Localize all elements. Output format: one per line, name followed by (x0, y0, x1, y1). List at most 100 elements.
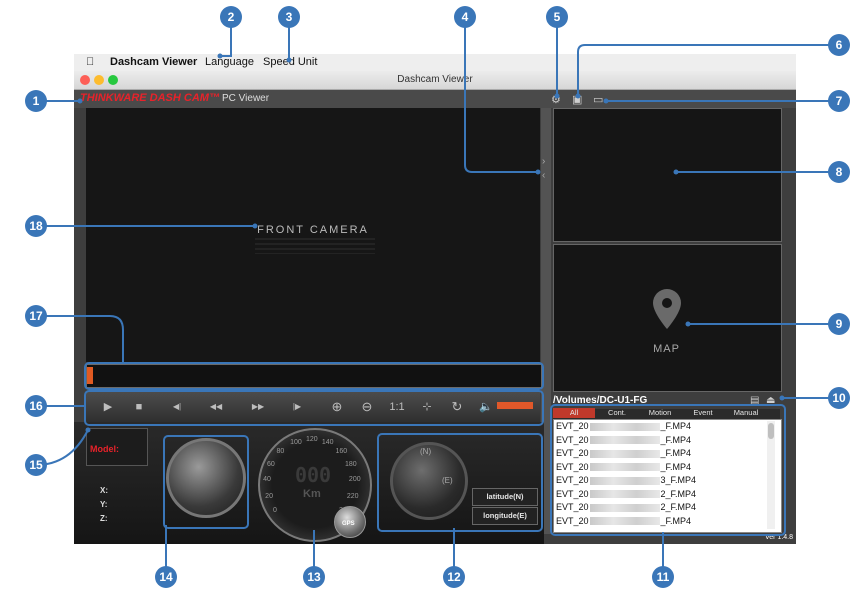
speed-tick-label: 20 (265, 492, 273, 500)
window-titlebar: Dashcam Viewer (74, 71, 796, 90)
file-row[interactable]: EVT_20_F.MP4 (556, 447, 761, 460)
file-list-scrollbar[interactable] (767, 421, 775, 529)
capture-camera-icon[interactable]: ▣ (572, 94, 583, 106)
stop-button[interactable]: ■ (135, 401, 143, 413)
front-camera-label: FRONT CAMERA (257, 224, 369, 236)
playback-controls (86, 392, 540, 422)
zoom-window-button[interactable] (108, 75, 118, 85)
callout-12: 12 (443, 566, 465, 588)
file-list-scroll-thumb[interactable] (768, 423, 774, 439)
callout-1: 1 (25, 90, 47, 112)
collapse-chevron-icon[interactable]: ‹ (542, 170, 546, 181)
model-label: Model: (90, 444, 119, 454)
minimize-window-button[interactable] (94, 75, 104, 85)
file-row-redacted (589, 449, 660, 458)
file-row-prefix: EVT_20 (556, 448, 589, 458)
gsensor-x-label: X: (100, 486, 108, 495)
longitude-label: longitude(E) (472, 507, 538, 525)
latitude-label: latitude(N) (472, 488, 538, 506)
timeline-marker[interactable] (87, 367, 93, 384)
file-list-highlight (550, 404, 786, 536)
tab-all[interactable]: All (553, 408, 595, 418)
callout-10: 10 (828, 387, 850, 409)
controls-highlight (84, 390, 544, 426)
expand-chevron-icon[interactable]: › (542, 156, 546, 167)
callout-2: 2 (220, 6, 242, 28)
volume-button[interactable]: 🔈 (479, 401, 493, 413)
file-row-redacted (589, 422, 660, 431)
speed-tick-label: 40 (263, 476, 271, 484)
callout-7: 7 (828, 90, 850, 112)
file-row-redacted (589, 463, 660, 472)
speed-tick-label: 200 (348, 476, 361, 484)
file-row-suffix: _F.MP4 (660, 434, 692, 445)
app-header-bar (74, 90, 796, 108)
tab-event[interactable]: Event (693, 408, 713, 417)
tab-motion[interactable]: Motion (648, 408, 672, 417)
file-row-suffix: _F.MP4 (660, 461, 692, 472)
callout-18: 18 (25, 215, 47, 237)
map-view[interactable] (553, 244, 782, 392)
speed-tick-label: 0 (273, 506, 277, 514)
file-row-prefix: EVT_20 (556, 515, 589, 526)
file-row-redacted (589, 503, 660, 512)
eject-icon[interactable]: ⏏ (766, 395, 776, 406)
file-row-prefix: EVT_20 (556, 488, 589, 499)
rewind-button[interactable]: ◀◀ (209, 402, 223, 411)
rear-camera-view[interactable] (553, 108, 782, 242)
file-row-redacted (589, 436, 660, 445)
callout-11: 11 (652, 566, 674, 588)
apple-menu-icon[interactable]:  (86, 56, 94, 68)
callout-15: 15 (25, 454, 47, 476)
timeline-highlight (84, 362, 544, 390)
rotate-button[interactable]: ↻ (451, 399, 463, 414)
speed-value: 000 (294, 463, 332, 487)
file-row-suffix: 3_F.MP4 (660, 475, 697, 485)
play-button[interactable]: ▶ (103, 401, 113, 413)
speed-tick-label: 100 (290, 439, 302, 447)
file-row[interactable]: EVT_20_F.MP4 (556, 461, 761, 474)
compass-icon (390, 442, 468, 520)
zoom-in-button[interactable]: ⊕ (331, 399, 343, 414)
callout-13: 13 (303, 566, 325, 588)
file-row[interactable]: EVT_20_F.MP4 (556, 434, 761, 447)
callout-3: 3 (278, 6, 300, 28)
prev-frame-button[interactable]: ◀| (172, 402, 182, 411)
menu-app-name[interactable]: Dashcam Viewer (110, 56, 198, 68)
tab-manual[interactable]: Manual (733, 408, 759, 417)
file-row-suffix: _F.MP4 (660, 515, 692, 526)
brand-subtitle: PC Viewer (222, 93, 270, 104)
menu-language[interactable]: Language (205, 56, 254, 68)
compass-east-label: (E) (442, 476, 453, 485)
file-row-prefix: EVT_20 (556, 421, 589, 431)
file-row[interactable]: EVT_20 2_F.MP4 (556, 488, 761, 501)
front-camera-placeholder-text (255, 238, 375, 254)
file-filter-tabs (553, 409, 780, 419)
zoom-out-button[interactable]: ⊖ (361, 399, 373, 414)
file-row[interactable]: EVT_20 _F.MP4 (556, 515, 761, 528)
callout-9: 9 (828, 313, 850, 335)
gps-info-highlight (377, 433, 543, 532)
gsensor-z-label: Z: (100, 514, 108, 523)
speed-tick-label: 120 (306, 436, 318, 443)
tab-continuous[interactable]: Cont. (608, 408, 626, 417)
settings-gear-icon[interactable]: ⚙ (551, 94, 561, 106)
callout-14: 14 (155, 566, 177, 588)
close-window-button[interactable] (80, 75, 90, 85)
open-folder-icon[interactable]: ▤ (750, 395, 760, 406)
file-row[interactable]: EVT_20_F.MP4 (556, 420, 761, 433)
fast-forward-button[interactable]: ▶▶ (251, 402, 265, 411)
volume-slider[interactable] (497, 402, 533, 409)
screen-toggle-icon[interactable]: ▭ (593, 94, 604, 106)
map-pin-icon (653, 289, 681, 329)
gsensor-car-icon (166, 438, 246, 518)
next-frame-button[interactable]: |▶ (292, 402, 302, 411)
timeline-bar[interactable] (86, 364, 542, 388)
actual-size-button[interactable]: 1:1 (389, 401, 405, 413)
fit-screen-icon[interactable]: ⊹ (422, 401, 432, 413)
gsensor-readout: X: Y: Z: (86, 484, 156, 526)
file-row-suffix: 2_F.MP4 (660, 488, 697, 499)
